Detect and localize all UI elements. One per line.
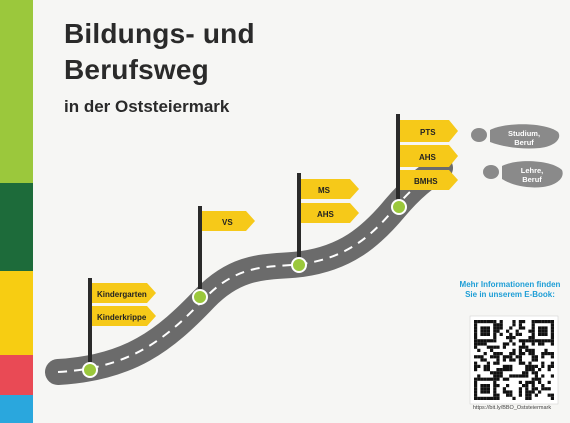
signpost-pole bbox=[396, 114, 400, 208]
footprint-sole-icon bbox=[490, 124, 560, 149]
road bbox=[45, 155, 453, 385]
footprint-label: Studium,Beruf bbox=[508, 129, 540, 147]
stripe-green bbox=[0, 0, 33, 183]
footprint-label: Lehre,Beruf bbox=[521, 166, 544, 184]
footprint-studium: Studium,Beruf bbox=[471, 124, 560, 149]
sign-arrow bbox=[92, 306, 156, 326]
sign-label: PTS bbox=[420, 128, 436, 137]
title-line-2: Berufsweg bbox=[64, 54, 209, 85]
sign-arrow bbox=[400, 145, 458, 167]
footprint-heel-icon bbox=[471, 128, 487, 142]
sign-label: AHS bbox=[419, 153, 437, 162]
station-marker bbox=[391, 199, 407, 215]
ebook-info-text: Mehr Informationen finden Sie in unserem… bbox=[459, 280, 561, 299]
station-marker bbox=[291, 257, 307, 273]
station-vs: VS bbox=[192, 206, 255, 305]
station-marker bbox=[192, 289, 208, 305]
station-ms: MS AHS bbox=[291, 173, 359, 273]
signpost-pole bbox=[297, 173, 301, 265]
stripe-blue bbox=[0, 395, 33, 423]
sign-label: AHS bbox=[317, 210, 335, 219]
sign-arrow bbox=[400, 120, 458, 142]
signpost-pole bbox=[198, 206, 202, 298]
sign-arrow bbox=[202, 211, 255, 231]
sign-label: MS bbox=[318, 186, 331, 195]
footprint-sole-icon bbox=[502, 161, 563, 188]
sign-arrow bbox=[400, 170, 458, 190]
signpost-pole bbox=[88, 278, 92, 372]
footprint-lehre: Lehre,Beruf bbox=[483, 161, 563, 188]
qr-code bbox=[469, 315, 559, 405]
station-marker bbox=[82, 362, 98, 378]
sign-arrow bbox=[301, 179, 359, 199]
sign-label: VS bbox=[222, 218, 233, 227]
station-pts: PTS AHS BMHS bbox=[391, 114, 458, 215]
qr-url-text: https://bit.ly/BBO_Oststeiermark bbox=[472, 405, 552, 411]
sign-label: Kindergarten bbox=[97, 290, 147, 299]
sign-label: BMHS bbox=[414, 177, 438, 186]
stripe-yellow bbox=[0, 271, 33, 355]
color-stripes bbox=[0, 0, 33, 423]
footprint-heel-icon bbox=[483, 165, 499, 179]
station-kindergarten: Kindergarten Kinderkrippe bbox=[82, 278, 156, 378]
stripe-darkgreen bbox=[0, 183, 33, 271]
title-line-1: Bildungs- und bbox=[64, 18, 255, 49]
sign-arrow bbox=[92, 283, 156, 303]
sign-label: Kinderkrippe bbox=[97, 313, 147, 322]
sign-arrow bbox=[301, 203, 359, 223]
page-subtitle: in der Oststeiermark bbox=[64, 97, 230, 116]
page-title: Bildungs- und Berufsweg bbox=[64, 16, 255, 88]
stripe-red bbox=[0, 355, 33, 395]
